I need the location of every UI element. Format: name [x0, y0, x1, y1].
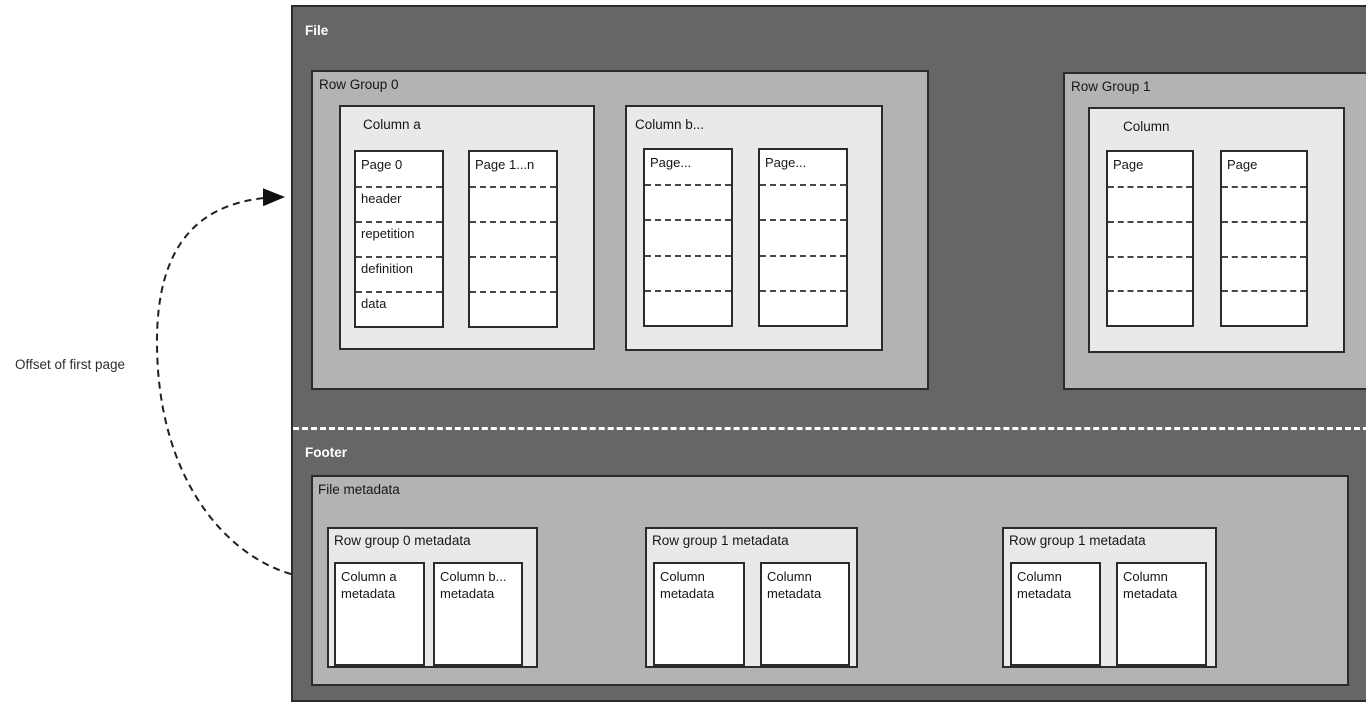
page-section — [470, 256, 556, 291]
column-metadata: Column metadata — [653, 562, 745, 666]
page-section — [645, 254, 731, 290]
row-group-1-metadata-label: Row group 1 metadata — [652, 533, 789, 548]
page-0: Page 0 header repetition definition data — [354, 150, 444, 328]
page-section — [1108, 290, 1192, 325]
row-group-0-metadata-label: Row group 0 metadata — [334, 533, 471, 548]
page-0-title: Page 0 — [361, 157, 403, 172]
page-ellipsis-1: Page... — [643, 148, 733, 327]
column-a-label: Column a — [363, 117, 421, 132]
file-container: File Row Group 0 Column a Page 0 header … — [291, 5, 1366, 702]
page-0-section-data: data — [356, 291, 442, 326]
page-section — [645, 289, 731, 325]
page-section — [470, 221, 556, 256]
row-group-0: Row Group 0 Column a Page 0 header repet… — [311, 70, 929, 390]
page-1-n-title: Page 1...n — [475, 157, 535, 172]
offset-of-first-page-label: Offset of first page — [15, 357, 126, 372]
page-section — [1222, 220, 1306, 256]
file-metadata-label: File metadata — [318, 482, 400, 497]
file-label: File — [305, 23, 329, 38]
page-section — [760, 184, 846, 219]
page-section — [760, 254, 846, 290]
page-section — [1222, 186, 1306, 221]
page-0-section-repetition: repetition — [356, 221, 442, 256]
row-group-1-metadata: Row group 1 metadata Column metadata Col… — [645, 527, 858, 668]
page-section — [760, 219, 846, 254]
page-section — [1222, 255, 1306, 291]
file-metadata: File metadata Row group 0 metadata Colum… — [311, 475, 1349, 686]
footer-divider — [293, 427, 1366, 430]
page: Page — [1106, 150, 1194, 327]
page-ellipsis-title: Page... — [765, 155, 807, 170]
row-group-1-column-label: Column — [1123, 119, 1170, 134]
column-b: Column b... Page... Page... — [625, 105, 883, 351]
row-group-1-label: Row Group 1 — [1071, 79, 1151, 94]
page-section — [1108, 220, 1192, 256]
page-1-n: Page 1...n — [468, 150, 558, 328]
page-0-section-header: header — [356, 186, 442, 221]
column-a-metadata: Column a metadata — [334, 562, 425, 666]
column-metadata: Column metadata — [1010, 562, 1101, 666]
offset-arrow-path — [155, 188, 292, 575]
row-group-1-column: Column Page Page — [1088, 107, 1345, 353]
page-section — [645, 184, 731, 219]
page-title: Page — [1227, 157, 1258, 172]
page-section — [760, 289, 846, 325]
column-a: Column a Page 0 header repetition defini… — [339, 105, 595, 350]
row-group-1-metadata-2-label: Row group 1 metadata — [1009, 533, 1146, 548]
row-group-0-label: Row Group 0 — [319, 77, 399, 92]
row-group-0-metadata: Row group 0 metadata Column a metadata C… — [327, 527, 538, 668]
page-section — [1108, 186, 1192, 221]
footer-label: Footer — [305, 445, 347, 460]
page-ellipsis-2: Page... — [758, 148, 848, 327]
page-ellipsis-title: Page... — [650, 155, 692, 170]
page-0-section-definition: definition — [356, 256, 442, 291]
page-section — [645, 219, 731, 254]
page-title: Page — [1113, 157, 1144, 172]
column-b-label: Column b... — [635, 117, 705, 132]
column-metadata: Column metadata — [760, 562, 850, 666]
page-section — [470, 186, 556, 221]
column-b-metadata: Column b... metadata — [433, 562, 523, 666]
page: Page — [1220, 150, 1308, 327]
row-group-1: Row Group 1 Column Page Page — [1063, 72, 1366, 390]
row-group-1-metadata-2: Row group 1 metadata Column metadata Col… — [1002, 527, 1217, 668]
page-section — [470, 291, 556, 326]
page-section — [1222, 290, 1306, 325]
column-metadata: Column metadata — [1116, 562, 1207, 666]
page-section — [1108, 255, 1192, 291]
